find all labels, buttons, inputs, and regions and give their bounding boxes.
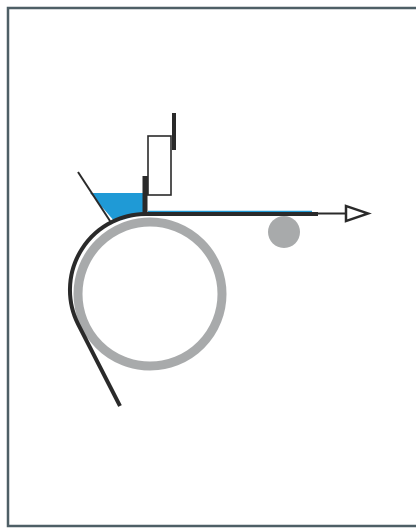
- open-triangle-arrow-icon: [344, 204, 372, 223]
- backing-roller: [73, 217, 227, 371]
- web-belt: [67, 211, 318, 407]
- reservoir-side-wall: [77, 171, 113, 225]
- guide-roll-icon: [268, 216, 300, 248]
- diagram-border: [6, 6, 416, 528]
- blade-holder-icon: [147, 135, 172, 196]
